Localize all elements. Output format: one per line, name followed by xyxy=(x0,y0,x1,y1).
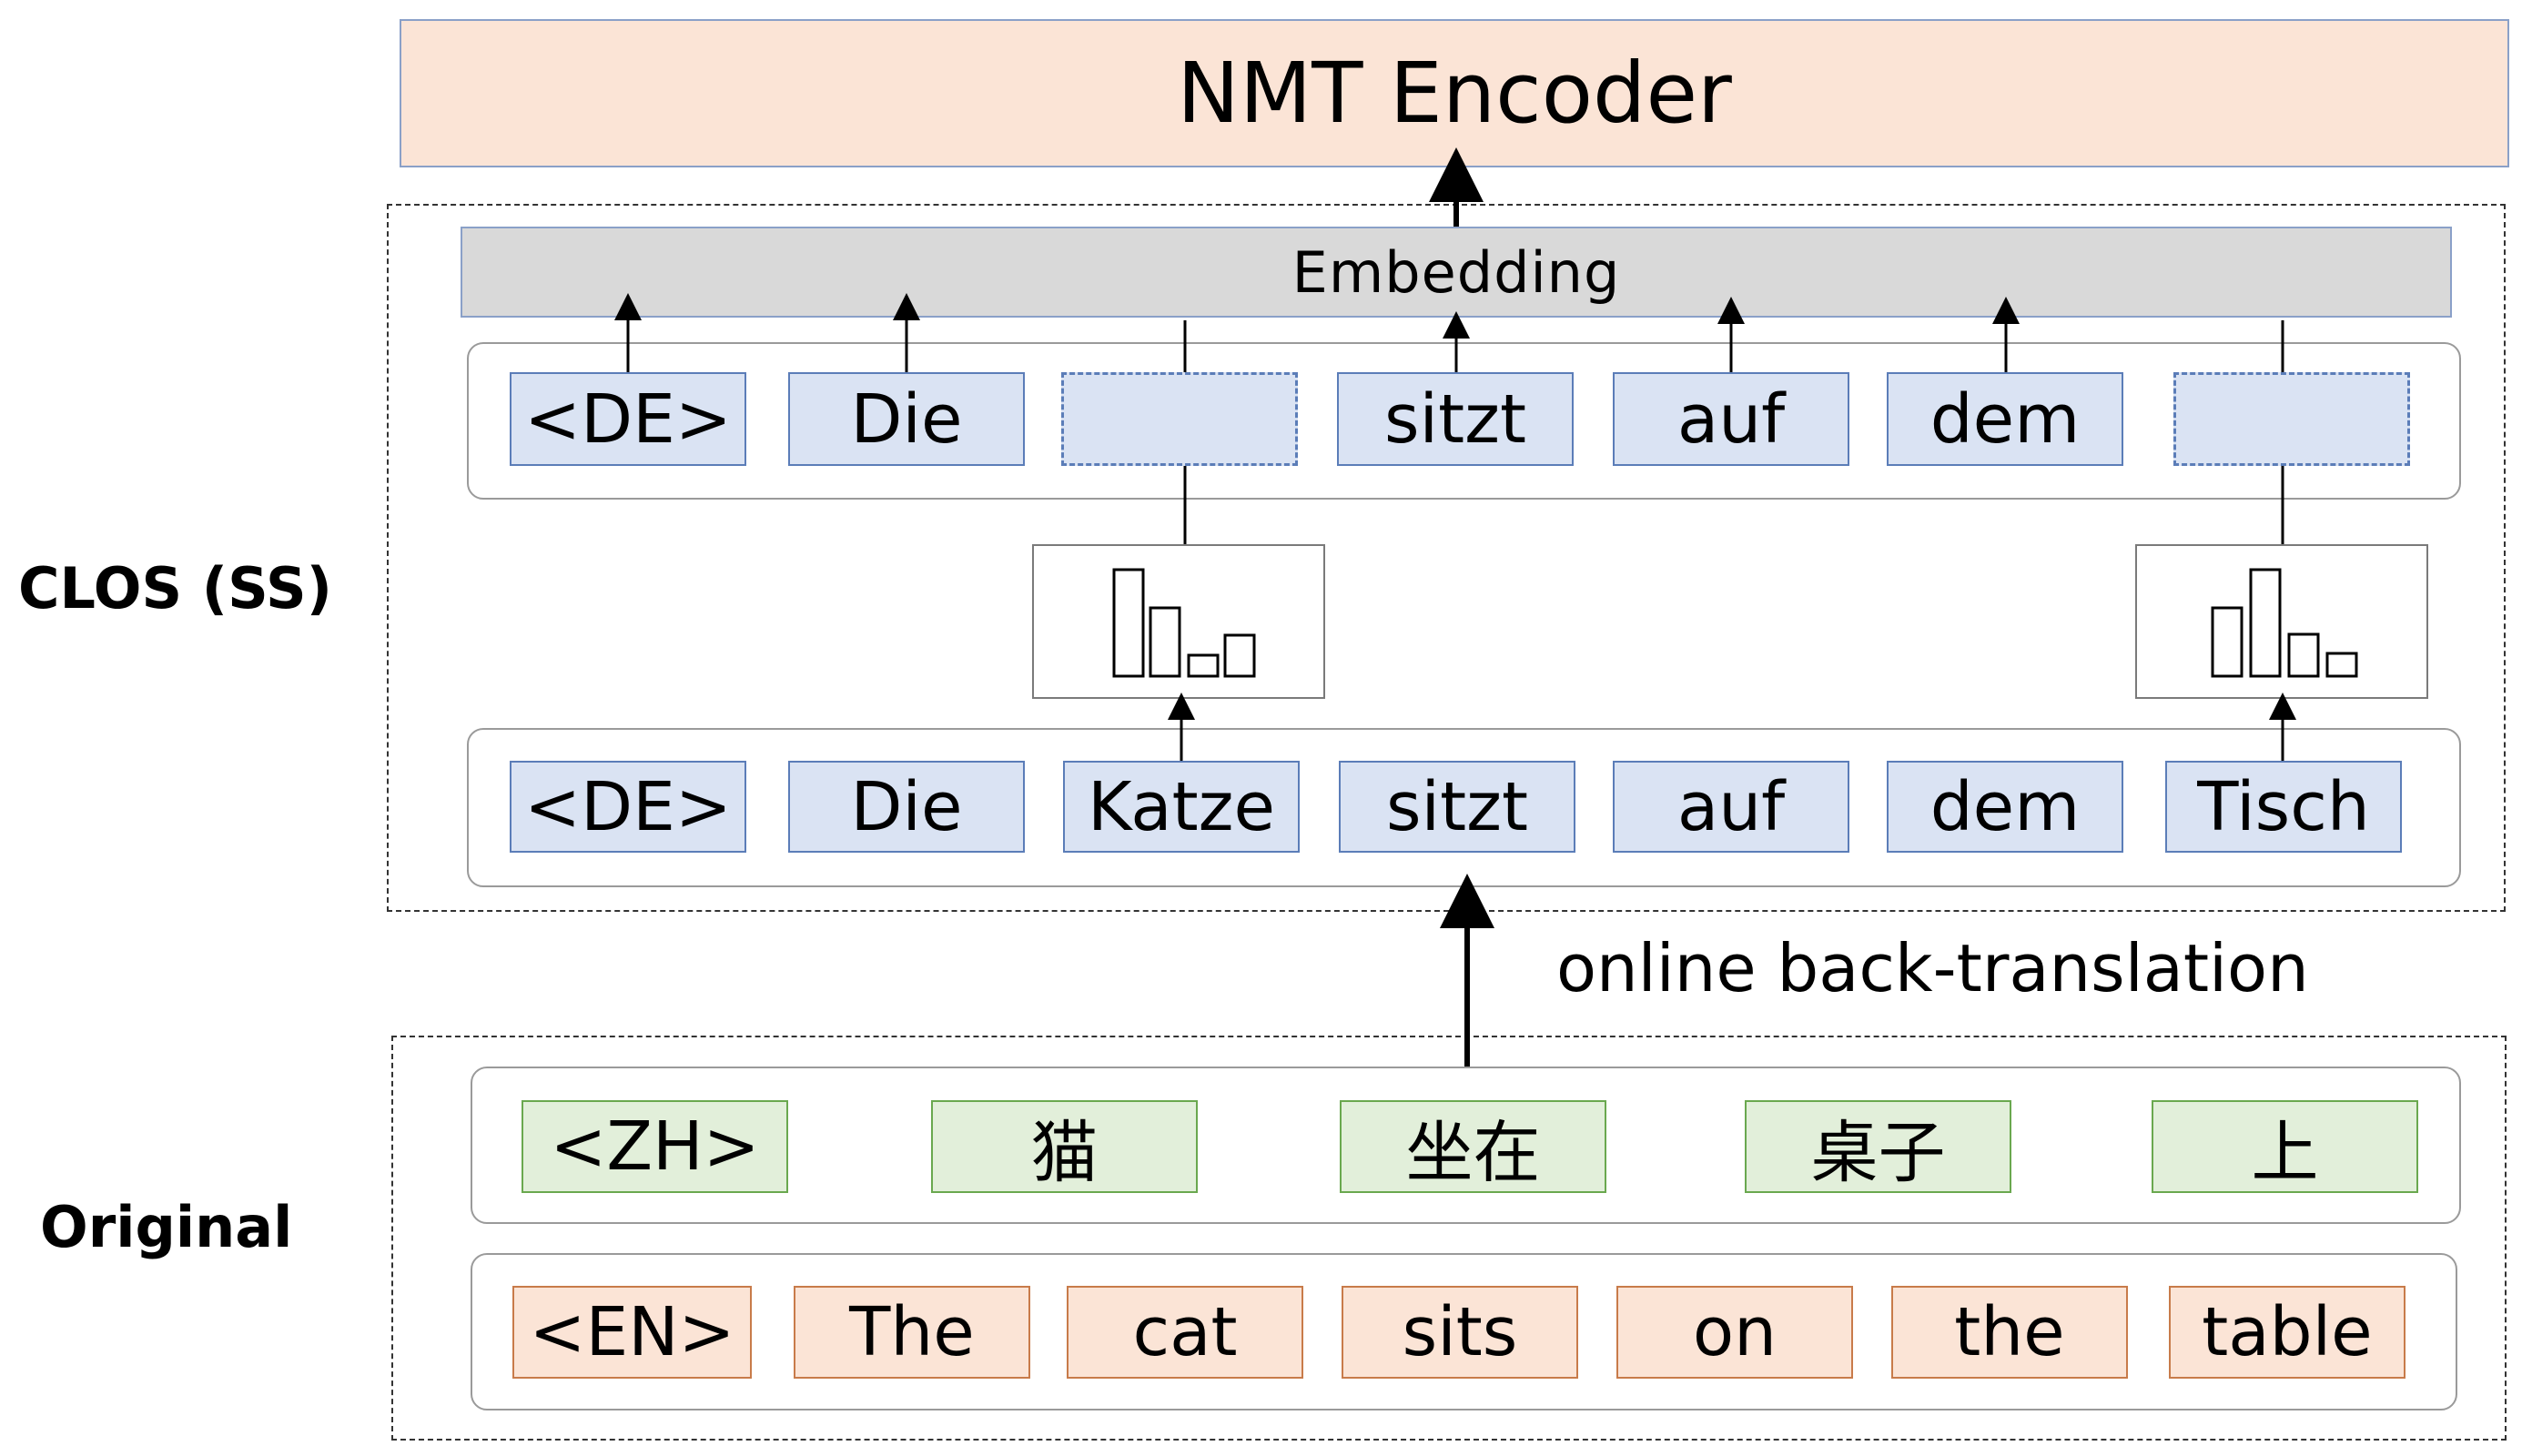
token-text: <EN> xyxy=(529,1293,735,1371)
embedding-label: Embedding xyxy=(1291,238,1621,306)
token-zh-table: 桌子 xyxy=(1745,1100,2011,1193)
token-text: Die xyxy=(850,379,963,459)
token-zh-sits: 坐在 xyxy=(1340,1100,1606,1193)
token-text: Katze xyxy=(1088,767,1275,846)
online-back-translation-caption: online back-translation xyxy=(1556,930,2309,1006)
token-text: The xyxy=(849,1293,975,1371)
probability-distribution-box xyxy=(2135,544,2428,699)
token-text: Die xyxy=(850,767,963,846)
histogram-bar xyxy=(1223,633,1256,678)
token-sitzt: sitzt xyxy=(1339,761,1575,853)
token-text: table xyxy=(2202,1293,2373,1371)
token-zh-cat: 猫 xyxy=(931,1100,1198,1193)
token-text: on xyxy=(1692,1293,1778,1371)
token-auf: auf xyxy=(1613,761,1849,853)
nmt-encoder-label: NMT Encoder xyxy=(1177,45,1732,142)
token-the: The xyxy=(794,1286,1030,1379)
token-text: 猫 xyxy=(1030,1113,1099,1192)
token-die: Die xyxy=(788,372,1025,466)
token-text: auf xyxy=(1676,379,1786,459)
token-text: 坐在 xyxy=(1405,1113,1541,1192)
token-text: cat xyxy=(1132,1293,1238,1371)
token-text: sitzt xyxy=(1386,767,1528,846)
token-on: on xyxy=(1616,1286,1853,1379)
token-text: <DE> xyxy=(524,767,732,846)
token-text: 桌子 xyxy=(1810,1113,1946,1192)
histogram-bar xyxy=(1112,568,1145,678)
token-auf: auf xyxy=(1613,372,1849,466)
token-text: 上 xyxy=(2251,1113,2319,1192)
token-cat: cat xyxy=(1067,1286,1303,1379)
token-text: sitzt xyxy=(1384,379,1526,459)
token-die: Die xyxy=(788,761,1025,853)
token-sits: sits xyxy=(1342,1286,1578,1379)
nmt-encoder-box: NMT Encoder xyxy=(400,19,2509,167)
clos-side-label: CLOS (SS) xyxy=(18,555,332,622)
token-text: dem xyxy=(1929,379,2081,459)
token-masked-slot xyxy=(1061,372,1298,466)
histogram-bar xyxy=(2287,632,2320,678)
histogram-bar xyxy=(1187,653,1220,678)
token-text: dem xyxy=(1929,767,2081,846)
token-zh-on: 上 xyxy=(2152,1100,2418,1193)
chinese-token-row xyxy=(471,1067,2461,1224)
histogram-bar xyxy=(1149,606,1181,678)
original-region xyxy=(391,1036,2507,1441)
token-text: auf xyxy=(1676,767,1786,846)
original-side-label: Original xyxy=(40,1194,293,1260)
token-text: Tisch xyxy=(2197,767,2370,846)
token-text: <ZH> xyxy=(550,1107,760,1186)
token-text: sits xyxy=(1402,1293,1518,1371)
histogram-bar xyxy=(2211,606,2243,678)
token-text: <DE> xyxy=(524,379,732,459)
token-table: table xyxy=(2169,1286,2406,1379)
token-dem: dem xyxy=(1887,372,2123,466)
token-zh-tag: <ZH> xyxy=(522,1100,788,1193)
token-en-tag: <EN> xyxy=(512,1286,752,1379)
token-dem: dem xyxy=(1887,761,2123,853)
histogram-bar xyxy=(2249,568,2282,678)
token-sitzt: sitzt xyxy=(1337,372,1574,466)
token-de-tag: <DE> xyxy=(510,372,746,466)
token-tisch: Tisch xyxy=(2165,761,2402,853)
token-de-tag: <DE> xyxy=(510,761,746,853)
token-text: the xyxy=(1954,1293,2065,1371)
token-katze: Katze xyxy=(1063,761,1300,853)
token-masked-slot xyxy=(2173,372,2410,466)
histogram-bar xyxy=(2325,652,2358,678)
token-the: the xyxy=(1891,1286,2128,1379)
